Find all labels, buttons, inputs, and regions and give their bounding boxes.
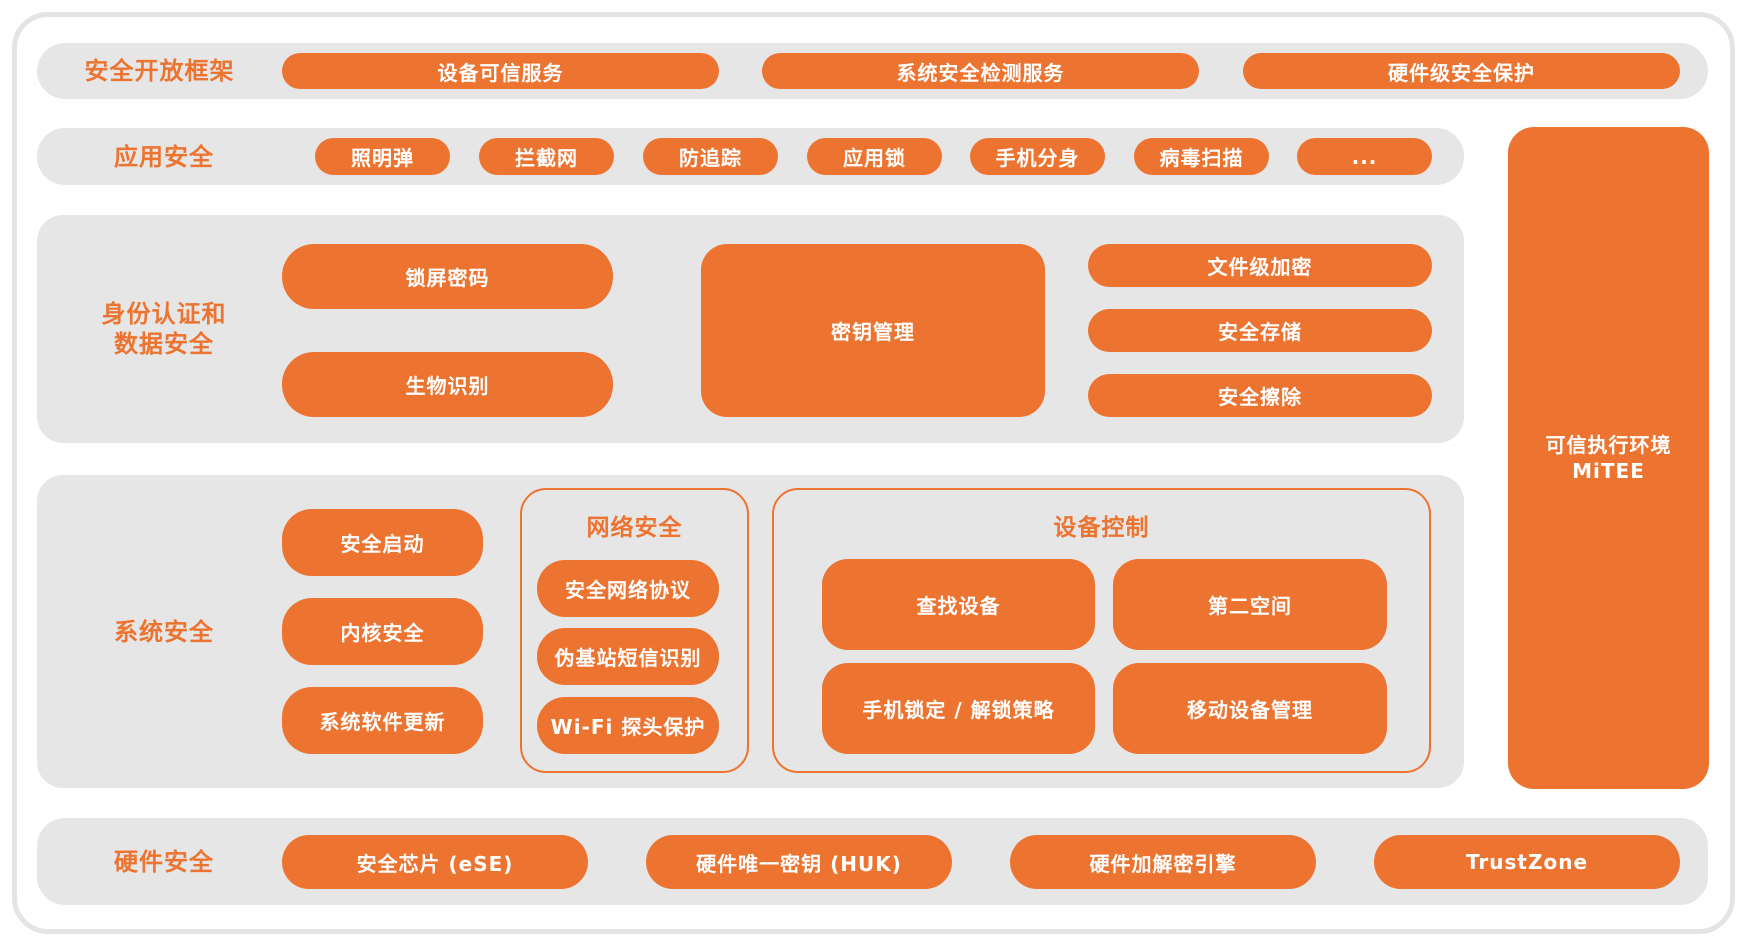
pill-wifi-probe-protection: Wi-Fi 探头保护 <box>537 697 719 754</box>
pill-second-profile: 手机分身 <box>970 138 1105 175</box>
pill-secure-boot: 安全启动 <box>282 509 483 576</box>
pill-fake-base-station-sms: 伪基站短信识别 <box>537 628 719 685</box>
row-label-identity-line2: 数据安全 <box>114 330 214 358</box>
pill-device-trust-service: 设备可信服务 <box>282 53 719 89</box>
group-title-device-control: 设备控制 <box>1053 515 1150 541</box>
pill-more: ... <box>1297 138 1432 175</box>
pill-system-update: 系统软件更新 <box>282 687 483 754</box>
pill-virus-scan: 病毒扫描 <box>1134 138 1269 175</box>
row-label-identity-line1: 身份认证和 <box>101 300 227 328</box>
pill-find-device: 查找设备 <box>822 559 1095 650</box>
pill-secure-storage: 安全存储 <box>1088 309 1432 352</box>
group-device-control <box>772 488 1431 773</box>
pill-flare: 照明弹 <box>315 138 450 175</box>
pill-anti-tracking: 防追踪 <box>643 138 778 175</box>
tee-label-line2: MiTEE <box>1572 459 1645 483</box>
pill-crypto-engine: 硬件加解密引擎 <box>1010 835 1316 889</box>
box-key-management: 密钥管理 <box>701 244 1045 417</box>
pill-second-space: 第二空间 <box>1113 559 1387 650</box>
pill-huk: 硬件唯一密钥 (HUK) <box>646 835 952 889</box>
box-trusted-execution-environment: 可信执行环境 MiTEE <box>1508 127 1709 789</box>
pill-secure-erase: 安全擦除 <box>1088 374 1432 417</box>
row-label-open-framework: 安全开放框架 <box>84 57 235 85</box>
row-label-app-security: 应用安全 <box>114 142 214 171</box>
pill-system-security-check: 系统安全检测服务 <box>762 53 1199 89</box>
pill-intercept-net: 拦截网 <box>479 138 614 175</box>
pill-lock-unlock-policy: 手机锁定 / 解锁策略 <box>822 663 1095 754</box>
pill-secure-network-protocol: 安全网络协议 <box>537 560 719 617</box>
pill-hardware-protection: 硬件级安全保护 <box>1243 53 1680 89</box>
pill-biometrics: 生物识别 <box>282 352 613 417</box>
pill-trustzone: TrustZone <box>1374 835 1680 889</box>
pill-app-lock: 应用锁 <box>807 138 942 175</box>
row-label-hardware-security: 硬件安全 <box>114 847 214 876</box>
pill-kernel-security: 内核安全 <box>282 598 483 665</box>
pill-file-encryption: 文件级加密 <box>1088 244 1432 287</box>
pill-mobile-device-management: 移动设备管理 <box>1113 663 1387 754</box>
row-label-identity-data: 身份认证和 数据安全 <box>37 215 291 443</box>
pill-ese: 安全芯片 (eSE) <box>282 835 588 889</box>
row-label-system-security: 系统安全 <box>114 617 214 646</box>
pill-lock-screen-password: 锁屏密码 <box>282 244 613 309</box>
group-network-security <box>520 488 749 773</box>
tee-label-line1: 可信执行环境 <box>1545 433 1672 457</box>
group-title-network-security: 网络安全 <box>586 515 683 541</box>
